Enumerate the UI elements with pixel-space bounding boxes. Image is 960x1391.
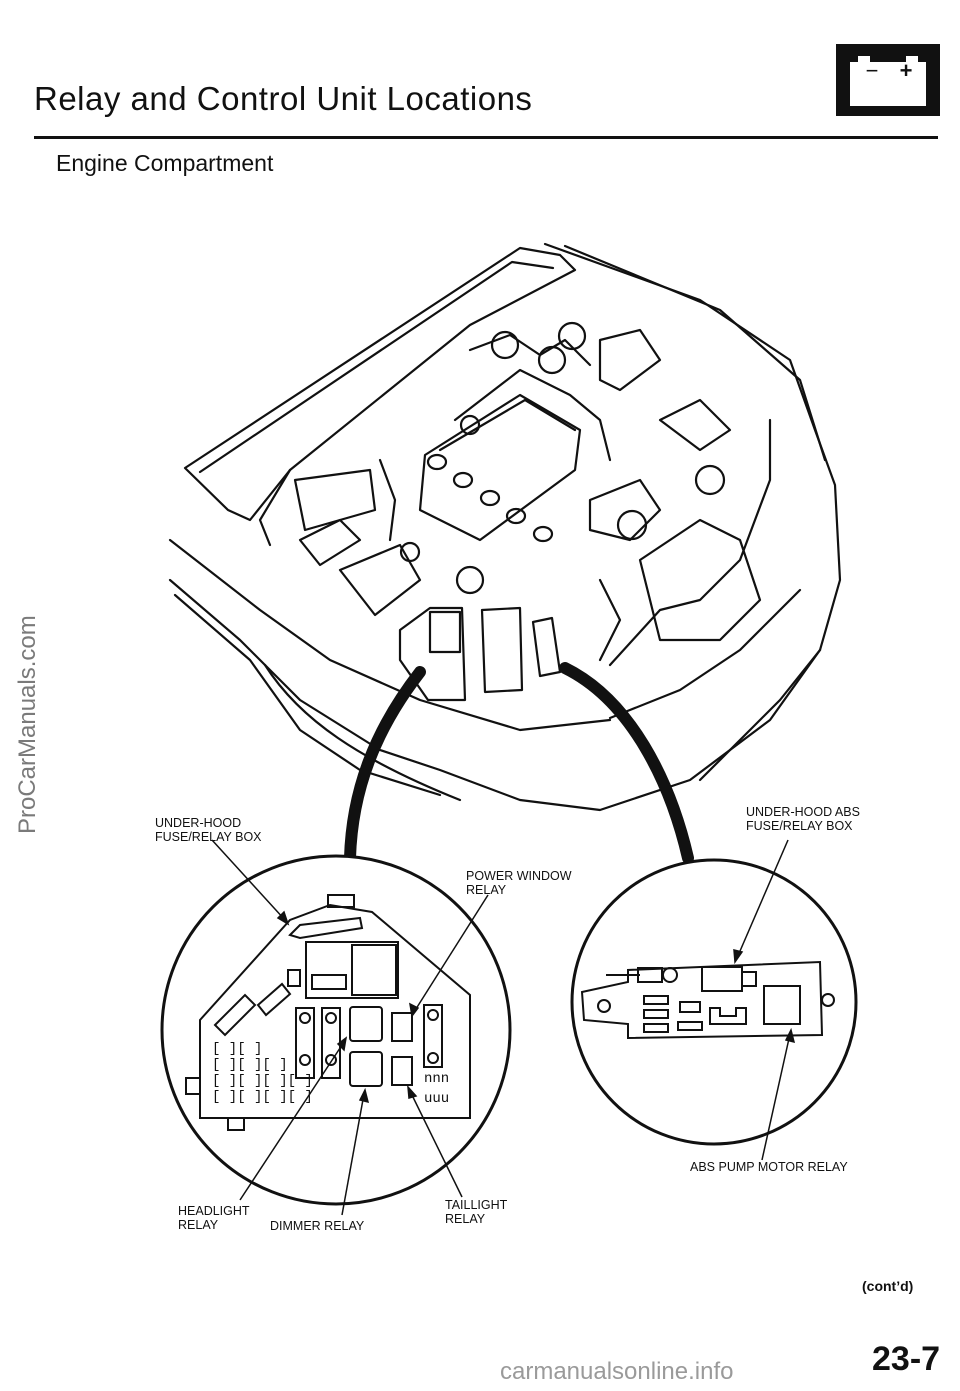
battery-icon: − + <box>836 44 940 116</box>
page-title: Relay and Control Unit Locations <box>34 80 533 117</box>
section-title: Engine Compartment <box>56 150 274 176</box>
label-headlight-relay: HEADLIGHT RELAY <box>178 1204 250 1232</box>
car-body-outline <box>168 242 842 812</box>
svg-text:[ ][ ][ ][ ]: [ ][ ][ ][ ] <box>212 1089 313 1105</box>
svg-text:[ ][ ][ ][ ]: [ ][ ][ ][ ] <box>212 1073 313 1089</box>
page-number: 23-7 <box>872 1340 941 1378</box>
label-taillight-relay: TAILLIGHT RELAY <box>445 1198 508 1226</box>
watermark-bottom: carmanualsonline.info <box>500 1358 734 1385</box>
abs-box-leader <box>559 662 694 864</box>
battery-plus-label: + <box>900 58 913 83</box>
engine-illustration <box>293 321 762 662</box>
abs-fuse-relay-box-detail <box>570 858 858 1146</box>
label-dimmer-relay: DIMMER RELAY <box>270 1219 365 1233</box>
fuse-box-lid <box>428 610 462 654</box>
svg-text:[ ][ ]: [ ][ ] <box>212 1041 262 1057</box>
label-abs-pump-motor-relay: ABS PUMP MOTOR RELAY <box>690 1160 848 1174</box>
fuse-box-in-bay <box>398 606 467 702</box>
svg-text:[ ][ ][ ]: [ ][ ][ ] <box>212 1057 288 1073</box>
fuse-relay-box-detail: [ ][ ] [ ][ ][ ] [ ][ ][ ][ ] [ ][ ][ ][… <box>160 854 512 1206</box>
label-under-hood-fuse-relay-box: UNDER-HOOD FUSE/RELAY BOX <box>155 816 262 844</box>
fuse-box-leader <box>344 666 426 864</box>
label-under-hood-abs-fuse-relay-box: UNDER-HOOD ABS FUSE/RELAY BOX <box>746 805 860 833</box>
battery-minus-label: − <box>866 58 879 83</box>
title-rule <box>34 136 938 139</box>
relay-block-in-bay <box>480 606 524 694</box>
abs-box-in-bay <box>531 616 562 678</box>
svg-text:nnn: nnn <box>424 1071 449 1087</box>
continued-note: (cont’d) <box>862 1278 914 1294</box>
label-power-window-relay: POWER WINDOW RELAY <box>466 869 572 897</box>
hood-illustration <box>183 246 577 547</box>
svg-text:uuu: uuu <box>424 1091 449 1107</box>
watermark-left: ProCarManuals.com <box>14 615 41 834</box>
